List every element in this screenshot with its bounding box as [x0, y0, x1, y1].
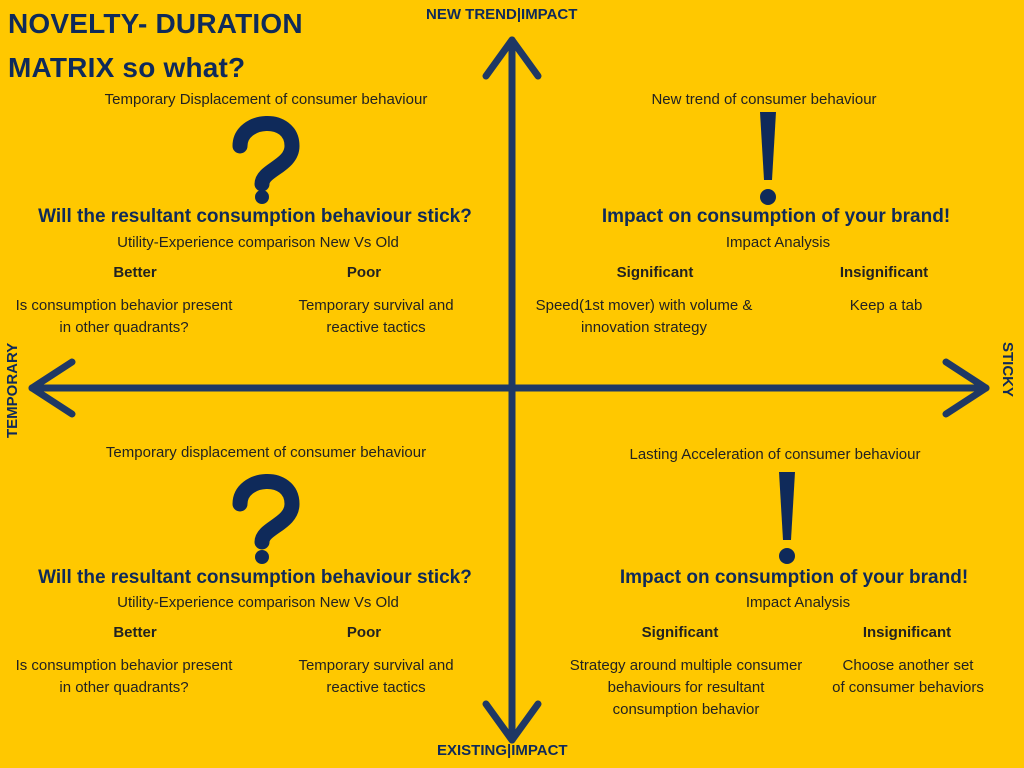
quadrant-top-right-subheading: Impact Analysis — [725, 234, 831, 251]
quadrant-top-left-col1-head: Better — [113, 264, 157, 281]
quadrant-top-right-col1-head: Significant — [616, 264, 694, 281]
text-line: Is consumption behavior present — [15, 657, 233, 674]
title-line-2: MATRIX so what? — [8, 52, 246, 83]
text-line: Temporary survival and — [298, 297, 454, 314]
title-line-1: NOVELTY- DURATION — [8, 8, 303, 39]
quadrant-bottom-right-col1-text: Strategy around multiple consumer behavi… — [554, 655, 818, 721]
quadrant-bottom-left-caption: Temporary displacement of consumer behav… — [105, 444, 427, 461]
axis-label-bottom: EXISTING|IMPACT — [437, 742, 568, 759]
quadrant-bottom-right-col2-head: Insignificant — [862, 624, 952, 641]
quadrant-bottom-left-subheading: Utility-Experience comparison New Vs Old — [117, 594, 399, 611]
text-line: Keep a tab — [849, 297, 923, 314]
axis-label-left: TEMPORARY — [4, 342, 21, 438]
quadrant-top-right-col2-head: Insignificant — [839, 264, 929, 281]
quadrant-bottom-left-col2-text: Temporary survival and reactive tactics — [276, 655, 476, 699]
page-title: NOVELTY- DURATION MATRIX so what? — [8, 2, 308, 90]
quadrant-top-left-col1-text: Is consumption behavior present in other… — [4, 295, 244, 339]
text-line: reactive tactics — [326, 679, 426, 696]
text-line: Choose another set — [842, 657, 974, 674]
text-line: in other quadrants? — [59, 319, 189, 336]
quadrant-bottom-left-col1-head: Better — [113, 624, 157, 641]
axis-label-right: STICKY — [999, 342, 1016, 398]
quadrant-bottom-left-heading: Will the resultant consumption behaviour… — [38, 567, 472, 588]
quadrant-top-left-caption: Temporary Displacement of consumer behav… — [104, 91, 428, 108]
quadrant-bottom-left-col1-text: Is consumption behavior present in other… — [4, 655, 244, 699]
text-line: in other quadrants? — [59, 679, 189, 696]
text-line: Speed(1st mover) with volume & — [535, 297, 753, 314]
quadrant-top-left-col2-text: Temporary survival and reactive tactics — [276, 295, 476, 339]
right-arrowhead — [942, 358, 990, 418]
text-line: of consumer behaviors — [832, 679, 984, 696]
quadrant-top-left-heading: Will the resultant consumption behaviour… — [38, 206, 472, 227]
quadrant-top-right-caption: New trend of consumer behaviour — [651, 91, 877, 108]
quadrant-top-left-col2-head: Poor — [346, 264, 382, 281]
down-arrowhead — [482, 700, 542, 744]
quadrant-top-right-heading: Impact on consumption of your brand! — [601, 206, 951, 227]
quadrant-top-right-col1-text: Speed(1st mover) with volume & innovatio… — [522, 295, 766, 339]
text-line: Temporary survival and — [298, 657, 454, 674]
quadrant-bottom-right-caption: Lasting Acceleration of consumer behavio… — [629, 446, 921, 463]
text-line: consumption behavior — [612, 701, 760, 718]
text-line: behaviours for resultant — [607, 679, 765, 696]
quadrant-bottom-left-col2-head: Poor — [346, 624, 382, 641]
up-arrowhead — [482, 36, 542, 80]
text-line: innovation strategy — [581, 319, 707, 336]
quadrant-bottom-right-subheading: Impact Analysis — [745, 594, 851, 611]
quadrant-bottom-right-col2-text: Choose another set of consumer behaviors — [818, 655, 998, 699]
text-line: reactive tactics — [326, 319, 426, 336]
axis-label-top: NEW TREND|IMPACT — [426, 6, 578, 23]
quadrant-bottom-right-col1-head: Significant — [641, 624, 719, 641]
quadrant-bottom-right-heading: Impact on consumption of your brand! — [619, 567, 969, 588]
text-line: Is consumption behavior present — [15, 297, 233, 314]
left-arrowhead — [28, 358, 76, 418]
quadrant-top-left-subheading: Utility-Experience comparison New Vs Old — [117, 234, 399, 251]
text-line: Strategy around multiple consumer — [569, 657, 803, 674]
quadrant-top-right-col2-text: Keep a tab — [806, 295, 966, 317]
